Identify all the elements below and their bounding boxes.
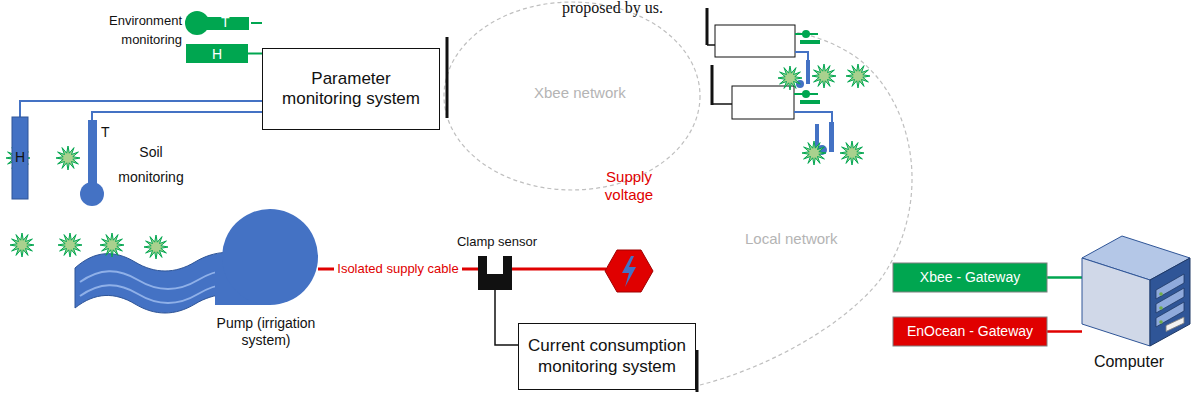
local-network-region [700, 30, 912, 385]
node-text: Current consumption monitoring system [526, 336, 688, 377]
antenna [706, 8, 709, 45]
node-text: Clamp sensor [449, 234, 545, 250]
connector [1047, 330, 1082, 333]
node-text: EnOcean - Gateway [907, 323, 1033, 340]
annotation-label: Soil monitoring [118, 140, 184, 190]
supply-voltage: Supply voltage [598, 166, 660, 294]
node-text: T [101, 124, 110, 141]
soil-probe [806, 60, 810, 84]
plant-star [100, 233, 124, 257]
plant-star [144, 235, 168, 259]
plant-star [812, 64, 836, 88]
plant-star [846, 64, 870, 88]
status-led [1159, 320, 1163, 324]
xbee-network-region [444, 2, 700, 190]
soil-temperature-probe: T [80, 120, 116, 208]
gateway-box: EnOcean - Gateway [893, 317, 1047, 346]
connector [495, 290, 518, 345]
clamp-shape [478, 256, 512, 290]
plant-star [58, 233, 82, 257]
connector [92, 112, 262, 120]
sensor-lead [794, 93, 818, 95]
antenna [711, 65, 714, 105]
node-text: Supply voltage [590, 168, 668, 204]
antenna-lead [707, 44, 715, 46]
plant-star [56, 146, 80, 170]
sensor-lead [795, 33, 818, 35]
node-text: Xbee - Gateway [920, 269, 1020, 286]
status-led [1159, 292, 1163, 296]
plant-star [840, 141, 864, 165]
soil-humidity-probe: H [12, 117, 28, 199]
connector-label: Isolated supply cable [334, 262, 461, 276]
temperature-sensor-outline [185, 10, 251, 36]
humidity-sensor [800, 100, 820, 104]
soil-temperature-probe-outline [80, 120, 116, 208]
gateway-body [893, 263, 1047, 292]
annotation-label: Environment monitoring [104, 12, 182, 50]
supply-voltage-outline [598, 166, 660, 294]
probe-body [12, 117, 28, 199]
annotation-label: Xbee network [534, 84, 626, 103]
annotation-label: proposed by us. [562, 0, 663, 18]
soil-probe [829, 122, 834, 152]
humidity-sensor [800, 40, 820, 44]
soil-lead [794, 112, 832, 140]
process-box: Parameter monitoring system [262, 48, 440, 130]
temperature-sensor: T [185, 10, 251, 36]
box-outline [263, 49, 440, 130]
probe-stem [88, 120, 97, 192]
node-text: H [186, 46, 248, 63]
computer-front [1150, 258, 1190, 346]
plant-star [778, 66, 802, 90]
node-text: T [221, 14, 230, 31]
plant-star [10, 233, 34, 257]
connector [20, 101, 262, 117]
node-text: Computer [1062, 352, 1196, 371]
connector [512, 268, 606, 271]
annotation-label: Local network [745, 230, 838, 249]
node-text: H [12, 149, 28, 166]
pump: Pump (irrigation system) [200, 205, 332, 355]
supply-hexagon [605, 250, 653, 292]
connector [1047, 276, 1082, 279]
box-outline [519, 324, 696, 390]
gateway-body [893, 317, 1047, 346]
clamp-sensor: Clamp sensor [455, 232, 539, 292]
node-text: Parameter monitoring system [270, 69, 432, 110]
connector [248, 53, 262, 55]
sensor-node-box [732, 86, 794, 119]
connector [251, 22, 262, 24]
antenna-lead [712, 103, 732, 105]
sensor-body [186, 44, 248, 63]
node-text: Pump (irrigation system) [200, 315, 332, 349]
process-box: Current consumption monitoring system [518, 323, 696, 390]
status-led [1159, 306, 1163, 310]
computer: Computer [1062, 228, 1196, 378]
humidity-sensor: H [186, 44, 248, 63]
lightning-symbol [622, 256, 636, 287]
usb-stick [1166, 317, 1184, 331]
pump-housing [222, 209, 318, 305]
sensor-node-box [715, 25, 795, 57]
antenna [446, 37, 449, 118]
plant-star [802, 141, 826, 165]
probe-bulb [80, 182, 104, 206]
computer-side [1082, 258, 1150, 346]
gateway-box: Xbee - Gateway [893, 263, 1047, 292]
